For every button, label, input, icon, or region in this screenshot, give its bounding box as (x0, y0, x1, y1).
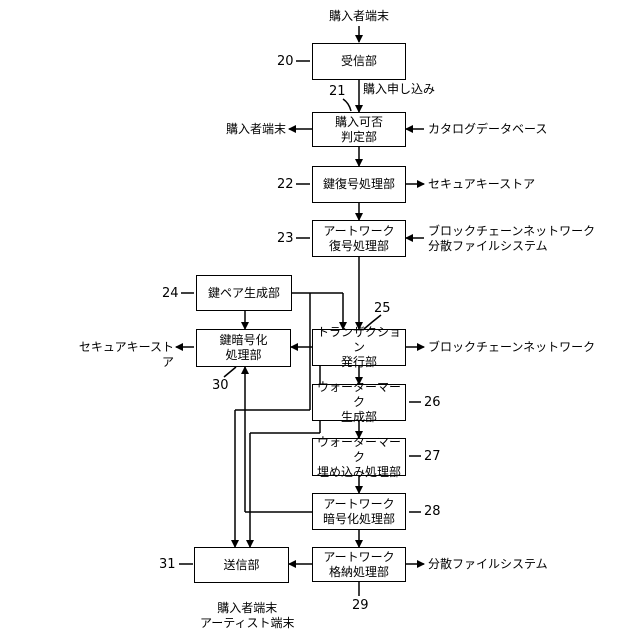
key-encryption-box-30: 鍵暗号化 処理部 (196, 329, 291, 367)
ref-number-20: 20 (277, 54, 294, 69)
bottom-output-label: 購入者端末 アーティスト端末 (200, 601, 295, 631)
artwork-storage-box-29: アートワーク 格納処理部 (312, 547, 406, 582)
transaction-issue-box-25: トランザクション 発行部 (312, 329, 406, 366)
ref-number-24: 24 (162, 286, 179, 301)
ref-number-26: 26 (424, 395, 441, 410)
blockchain-network-output-label: ブロックチェーンネットワーク (428, 340, 595, 355)
ref-number-22: 22 (277, 177, 294, 192)
ref-number-28: 28 (424, 504, 441, 519)
ref-number-25: 25 (374, 301, 391, 316)
ref-number-30: 30 (212, 378, 229, 393)
ref-number-29: 29 (352, 598, 369, 613)
receiver-box-20: 受信部 (312, 43, 406, 80)
key-decryption-box-22: 鍵復号処理部 (312, 166, 406, 203)
secure-keystore-right-label: セキュアキーストア (428, 177, 535, 192)
top-input-label: 購入者端末 (329, 9, 389, 24)
watermark-embedding-box-27: ウォーターマーク 埋め込み処理部 (312, 438, 406, 476)
artwork-decryption-box-23: アートワーク 復号処理部 (312, 220, 406, 257)
ref-number-21: 21 (329, 84, 346, 99)
ref-number-23: 23 (277, 231, 294, 246)
purchase-approval-box-21: 購入可否 判定部 (312, 112, 406, 147)
artwork-encryption-box-28: アートワーク 暗号化処理部 (312, 493, 406, 530)
blockchain-distributed-fs-label: ブロックチェーンネットワーク 分散ファイルシステム (428, 224, 595, 254)
sender-box-31: 送信部 (194, 547, 289, 583)
catalog-database-label: カタログデータベース (428, 122, 547, 137)
ref-number-27: 27 (424, 449, 441, 464)
watermark-generation-box-26: ウォーターマーク 生成部 (312, 384, 406, 421)
buyer-terminal-output-label: 購入者端末 (214, 122, 286, 137)
ref-number-31: 31 (159, 557, 176, 572)
distributed-fs-output-label: 分散ファイルシステム (428, 557, 548, 572)
purchase-request-label: 購入申し込み (363, 82, 435, 97)
secure-keystore-left-label: セキュアキーストア (68, 340, 174, 370)
key-pair-generation-box-24: 鍵ペア生成部 (196, 275, 292, 311)
